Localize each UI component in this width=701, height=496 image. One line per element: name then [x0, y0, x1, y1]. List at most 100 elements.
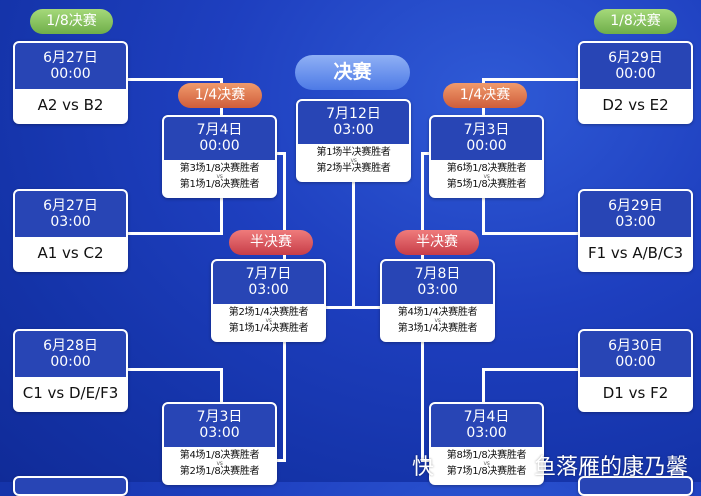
team-2: 第7场1/8决赛胜者 [446, 466, 527, 477]
connector-line [220, 196, 223, 235]
match-time: 03:00 [248, 282, 289, 298]
match-date: 6月28日 [43, 338, 98, 354]
team-2: 第2场1/8决赛胜者 [179, 466, 260, 477]
match-teams: D1 vs F2 [580, 377, 691, 410]
match-date: 6月30日 [608, 338, 663, 354]
match-date: 7月7日 [245, 266, 292, 282]
team-2: 第5场1/8决赛胜者 [446, 179, 527, 190]
connector-line [276, 459, 286, 462]
connector-line [352, 180, 355, 308]
match-time: 00:00 [615, 354, 656, 370]
match-teams: A2 vs B2 [15, 89, 126, 122]
connector-line [482, 368, 578, 371]
team-1: 第8场1/8决赛胜者 [446, 450, 527, 461]
match-time: 00:00 [50, 66, 91, 82]
connector-line [421, 152, 431, 155]
badge-semifinal-left: 半决赛 [229, 230, 313, 255]
team-2: 第3场1/4决赛胜者 [397, 323, 478, 334]
match-date: 6月27日 [43, 198, 98, 214]
badge-quarterfinal-left: 1/4决赛 [178, 83, 262, 108]
team-1: 第6场1/8决赛胜者 [446, 163, 527, 174]
connector-line [421, 152, 424, 260]
match-time: 00:00 [615, 66, 656, 82]
team-2: 第2场半决赛胜者 [316, 163, 391, 174]
match-time: 03:00 [417, 282, 458, 298]
badge-final: 决赛 [295, 55, 410, 90]
vs-label: vs [483, 173, 490, 180]
match-time: 00:00 [50, 354, 91, 370]
match-date: 7月4日 [463, 409, 510, 425]
connector-line [421, 459, 431, 462]
team-1: 第3场1/8决赛胜者 [179, 163, 260, 174]
match-teams: D2 vs E2 [580, 89, 691, 122]
match-date: 6月29日 [608, 50, 663, 66]
team-1: 第2场1/4决赛胜者 [228, 307, 309, 318]
connector-line [283, 339, 286, 461]
badge-quarterfinal-right: 1/4决赛 [443, 83, 527, 108]
team-2: 第1场1/4决赛胜者 [228, 323, 309, 334]
match-time: 03:00 [615, 214, 656, 230]
connector-line [127, 368, 223, 371]
vs-label: vs [265, 317, 272, 324]
match-time: 03:00 [199, 425, 240, 441]
vs-label: vs [216, 460, 223, 467]
connector-line [276, 152, 286, 155]
match-teams: C1 vs D/E/F3 [15, 377, 126, 410]
connector-line [220, 368, 223, 403]
match-teams: A1 vs C2 [15, 237, 126, 270]
match-time: 00:00 [466, 138, 507, 154]
team-1: 第4场1/4决赛胜者 [397, 307, 478, 318]
r16-match-card-partial [13, 476, 128, 496]
match-time: 03:00 [333, 122, 374, 138]
vs-label: vs [434, 317, 441, 324]
match-date: 7月12日 [326, 106, 381, 122]
connector-line [283, 152, 286, 260]
watermark-part2: 鱼落雁的康乃馨 [534, 455, 689, 480]
badge-semifinal-right: 半决赛 [395, 230, 479, 255]
match-time: 03:00 [50, 214, 91, 230]
match-date: 7月3日 [463, 122, 510, 138]
vs-label: vs [483, 460, 490, 467]
badge-round-of-16-right: 1/8决赛 [594, 9, 677, 34]
team-1: 第4场1/8决赛胜者 [179, 450, 260, 461]
connector-line [127, 78, 223, 81]
connector-line [482, 232, 578, 235]
vs-label: vs [216, 173, 223, 180]
badge-round-of-16-left: 1/8决赛 [30, 9, 113, 34]
vs-label: vs [350, 157, 357, 164]
connector-line [324, 306, 381, 309]
watermark-part1: 快 [412, 455, 435, 480]
match-date: 7月8日 [414, 266, 461, 282]
